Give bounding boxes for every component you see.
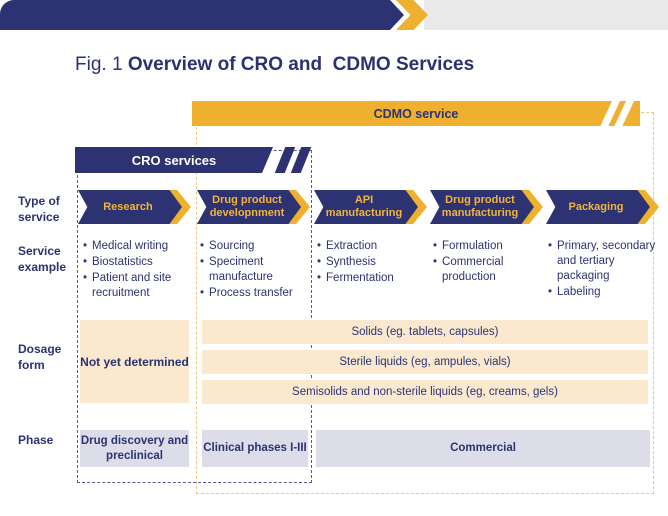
- figure-title-text: Overview of CRO and CDMO Services: [127, 54, 475, 75]
- bullet-icon: •: [548, 285, 553, 298]
- bullet-icon: •: [83, 240, 88, 252]
- cro-banner: CRO services: [75, 147, 312, 173]
- arrow-body: Drug product developnment: [197, 190, 301, 224]
- service-examples-drug-product-manufacturing: • Formulation • Commercial production: [433, 239, 545, 286]
- row-label-service-example: Service example: [18, 244, 67, 275]
- bullet-icon: •: [317, 240, 322, 252]
- figure-number: Fig. 1: [75, 54, 128, 75]
- list-item-text: Patient and site recruitment: [92, 271, 172, 299]
- top-bar-gray: [424, 0, 668, 30]
- cdmo-banner: CDMO service: [192, 101, 640, 126]
- list-item: • Formulation: [433, 239, 545, 254]
- bullet-icon: •: [83, 255, 88, 268]
- service-examples-drug-product-development: • Sourcing • Speciment manufacture • Proces…: [200, 239, 312, 302]
- arrow-header-drug-product-manufacturing: Drug product manufacturing: [430, 190, 543, 224]
- arrow-label: Drug product developnment: [209, 194, 285, 219]
- bullet-icon: •: [83, 271, 88, 284]
- list-item-text: Commercial production: [442, 255, 504, 283]
- arrow-body: Research: [78, 190, 182, 224]
- list-item-text: Speciment manufacture: [209, 255, 273, 283]
- dosage-bar-semisolids: Semisolids and non-sterile liquids (eg, …: [202, 380, 648, 404]
- service-examples-research: • Medical writing • Biostatistics • Patient…: [83, 239, 195, 302]
- arrow-header-api-manufacturing: API manufacturing: [314, 190, 427, 224]
- arrow-header-packaging: Packaging: [546, 190, 659, 224]
- bullet-icon: •: [433, 255, 438, 268]
- list-item: • Process transfer: [200, 286, 312, 301]
- list-item: • Extraction: [317, 239, 429, 254]
- row-label-type-of-service: Type of service: [18, 194, 60, 225]
- dosage-bar-solids: Solids (eg. tablets, capsules): [202, 320, 648, 344]
- list-item: • Synthesis: [317, 255, 429, 270]
- list-item-text: Extraction: [326, 240, 378, 252]
- top-bar-navy: [0, 0, 404, 30]
- dosage-bar-sterile-liquids: Sterile liquids (eg, ampules, vials): [202, 350, 648, 374]
- cdmo-banner-label: CDMO service: [373, 106, 459, 121]
- list-item: • Patient and site recruitment: [83, 271, 195, 301]
- list-item: • Primary, secondary and tertiary packagi…: [548, 239, 660, 284]
- arrow-label: API manufacturing: [325, 194, 403, 219]
- arrow-header-drug-product-development: Drug product developnment: [197, 190, 310, 224]
- arrow-body: Packaging: [546, 190, 650, 224]
- service-examples-packaging: • Primary, secondary and tertiary packagi…: [548, 239, 660, 301]
- list-item-text: Labeling: [557, 285, 601, 298]
- arrow-label: Drug product manufacturing: [441, 194, 519, 219]
- list-item-text: Medical writing: [92, 240, 169, 252]
- arrow-header-research: Research: [78, 190, 191, 224]
- list-item-text: Synthesis: [326, 255, 376, 268]
- bullet-icon: •: [200, 286, 205, 299]
- cro-banner-body: CRO services: [75, 147, 273, 173]
- list-item: • Medical writing: [83, 239, 195, 254]
- list-item-text: Fermentation: [326, 271, 394, 284]
- bullet-icon: •: [200, 255, 205, 268]
- list-item-text: Biostatistics: [92, 255, 153, 268]
- phase-box-drug-discovery: Drug discovery and preclinical: [80, 430, 189, 467]
- dosage-not-yet-determined-box: Not yet determined: [80, 320, 189, 403]
- list-item-text: Formulation: [442, 240, 503, 252]
- list-item: • Commercial production: [433, 255, 545, 285]
- cro-banner-label: CRO services: [131, 152, 217, 168]
- arrow-body: API manufacturing: [314, 190, 418, 224]
- arrow-body: Drug product manufacturing: [430, 190, 534, 224]
- list-item: • Sourcing: [200, 239, 312, 254]
- bullet-icon: •: [433, 240, 438, 252]
- list-item-text: Primary, secondary and tertiary packagin…: [557, 240, 656, 282]
- list-item-text: Sourcing: [209, 240, 255, 252]
- arrow-label: Research: [103, 200, 153, 213]
- list-item-text: Process transfer: [209, 286, 293, 299]
- row-label-dosage-form: Dosage form: [18, 342, 62, 373]
- list-item: • Biostatistics: [83, 255, 195, 270]
- bullet-icon: •: [200, 240, 205, 252]
- arrow-label: Packaging: [568, 200, 624, 213]
- bullet-icon: •: [317, 271, 322, 284]
- phase-box-clinical: Clinical phases I-III: [202, 430, 308, 467]
- phase-box-commercial: Commercial: [316, 430, 650, 467]
- list-item: • Labeling: [548, 285, 660, 300]
- bullet-icon: •: [548, 240, 553, 252]
- service-examples-api-manufacturing: • Extraction • Synthesis • Fermentation: [317, 239, 429, 287]
- list-item: • Speciment manufacture: [200, 255, 312, 285]
- row-label-phase: Phase: [18, 433, 54, 447]
- bullet-icon: •: [317, 255, 322, 268]
- figure-title: Fig. 1 Overview of CRO and CDMO Services: [75, 52, 635, 78]
- list-item: • Fermentation: [317, 271, 429, 286]
